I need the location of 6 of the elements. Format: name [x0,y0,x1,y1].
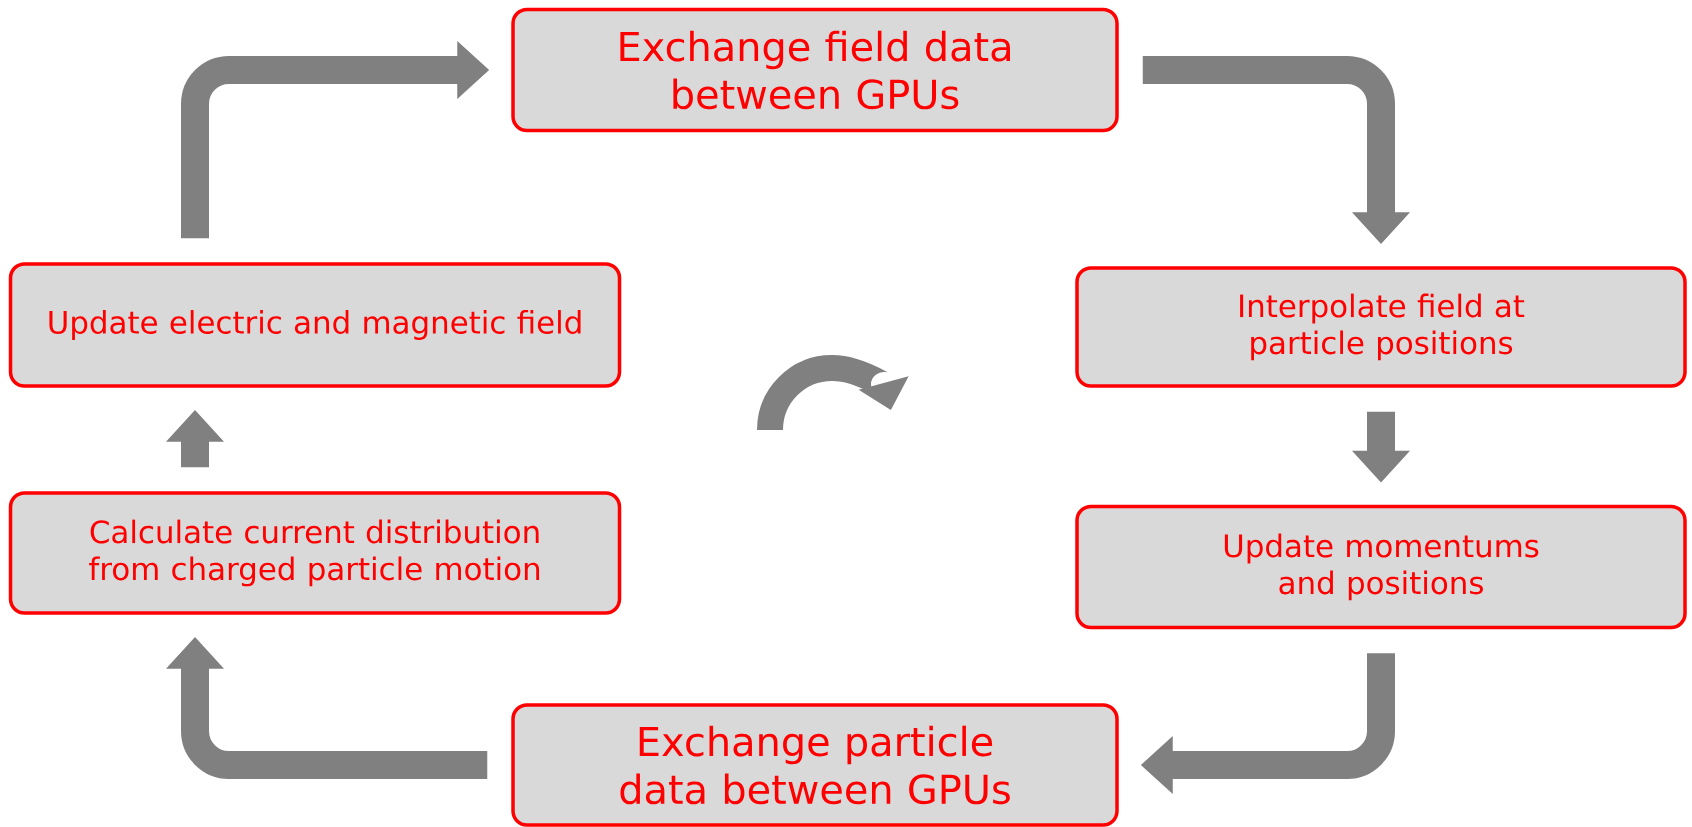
process-box: Update momentums and positions [1075,504,1687,630]
process-box: Exchange field data between GPUs [511,7,1119,133]
process-box: Update electric and magnetic field [8,262,622,388]
process-box: Interpolate field at particle positions [1075,266,1687,388]
process-box: Calculate current distribution from charged particle motion [8,491,622,615]
process-box: Exchange particle data between GPUs [511,703,1119,827]
